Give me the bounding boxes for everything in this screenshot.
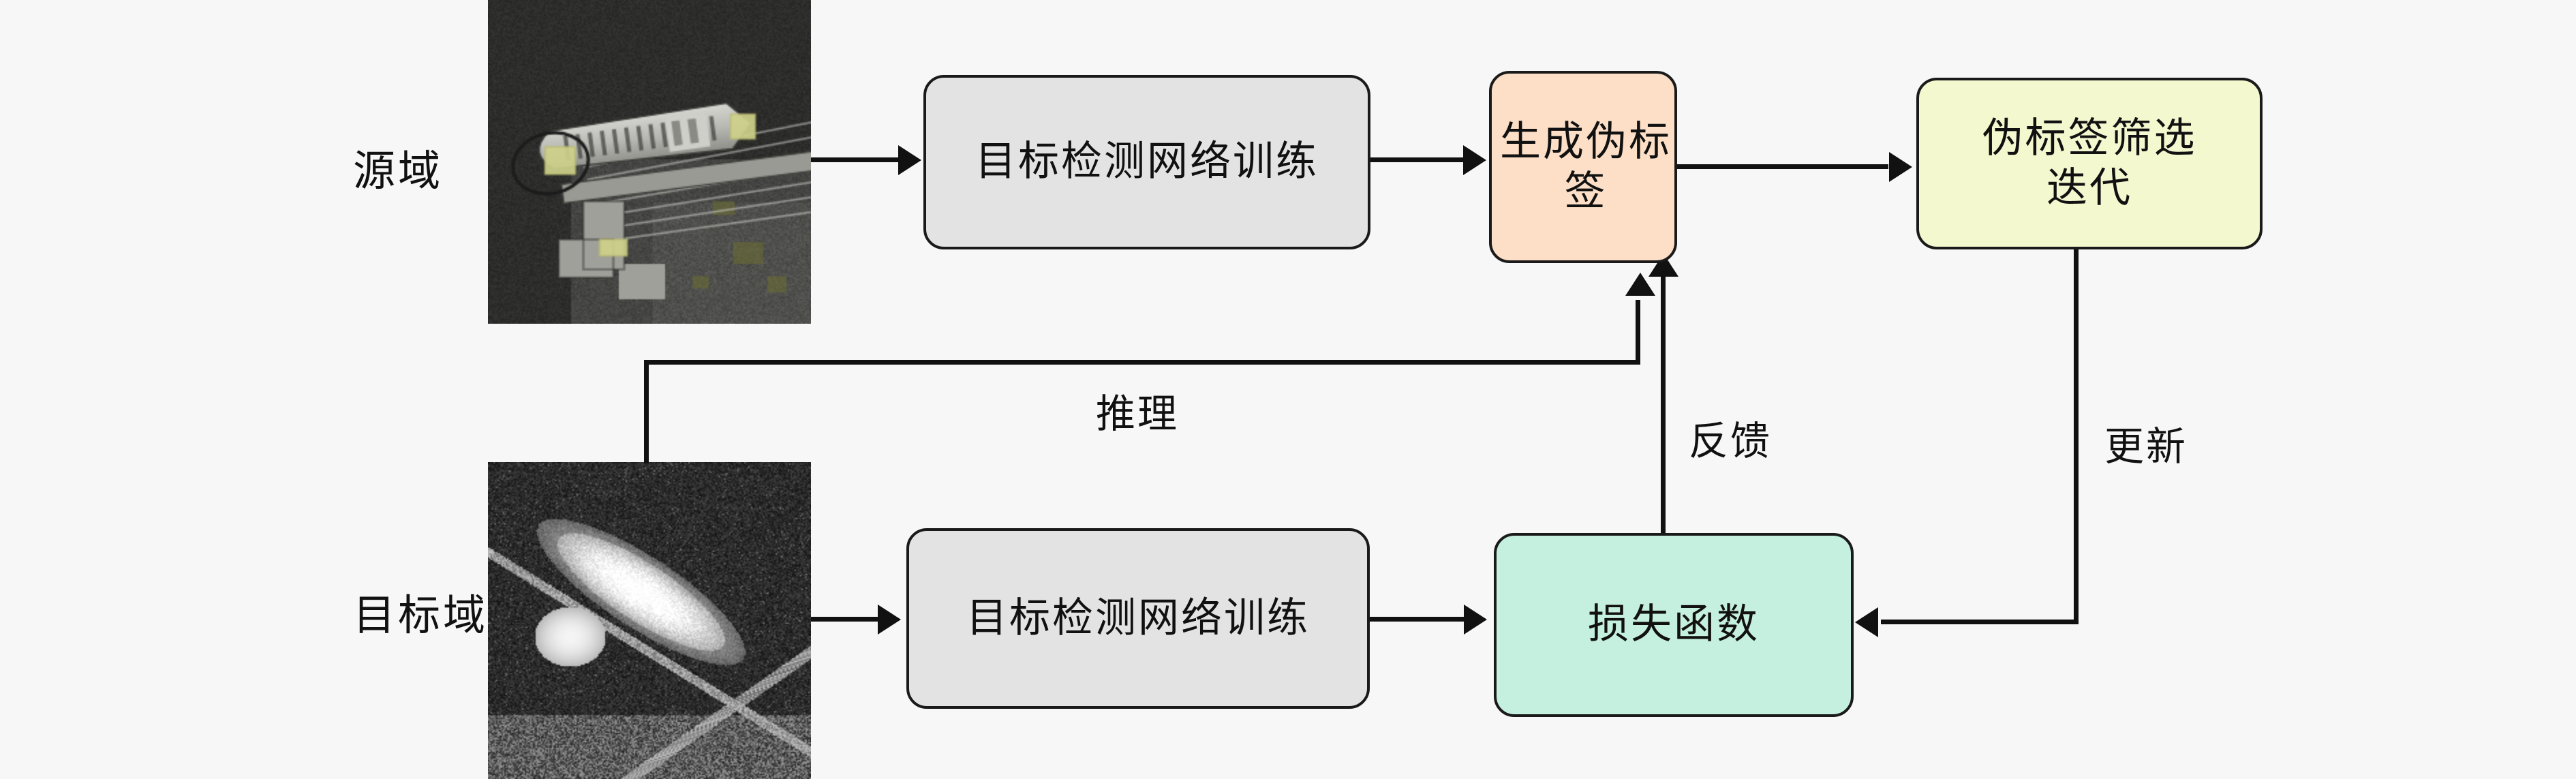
node-filter-label-wrap: 伪标签筛选 迭代 (1982, 114, 2197, 213)
node-detector-target[interactable]: 目标检测网络训练 (906, 528, 1370, 709)
arrowhead-pseudo-to-filter (1889, 152, 1912, 182)
node-loss-function-label: 损失函数 (1588, 602, 1760, 647)
edge-source-to-detector (811, 157, 900, 162)
edge-label-inference: 推理 (1096, 392, 1180, 436)
arrowhead-update-into-loss (1855, 607, 1878, 637)
node-detector-target-label: 目标检测网络训练 (966, 595, 1310, 641)
edge-label-feedback: 反馈 (1689, 419, 1773, 463)
edge-target-image-to-detector (811, 617, 879, 622)
node-detector-source[interactable]: 目标检测网络训练 (923, 75, 1370, 249)
edge-inference-vertical-left (644, 360, 649, 463)
node-loss-function[interactable]: 损失函数 (1494, 533, 1854, 717)
edge-feedback-vertical (1661, 273, 1666, 535)
node-pseudo-label-filter-iterate[interactable]: 伪标签筛选 迭代 (1916, 78, 2263, 249)
arrowhead-target-image-to-detector (878, 605, 901, 635)
arrowhead-detector-to-loss (1464, 605, 1487, 635)
edge-update-horizontal (1881, 620, 2079, 624)
target-domain-label: 目标域 (353, 593, 489, 639)
node-generate-pseudo-label-text: 生成伪标签 (1500, 119, 1672, 214)
edge-detector-to-pseudo (1370, 157, 1465, 162)
arrowhead-detector-to-pseudo (1463, 145, 1486, 175)
node-detector-source-label: 目标检测网络训练 (975, 139, 1319, 185)
target-domain-image (488, 462, 811, 779)
edge-detector-to-loss (1370, 617, 1465, 622)
edge-label-update: 更新 (2104, 425, 2188, 469)
edge-pseudo-to-filter (1677, 164, 1888, 169)
arrowhead-source-to-detector (898, 145, 921, 175)
node-filter-label-line1: 伪标签筛选 (1982, 115, 2197, 161)
edge-inference-horizontal (644, 360, 1640, 365)
source-domain-label: 源域 (353, 149, 444, 195)
edge-inference-vertical-right (1636, 300, 1640, 363)
source-domain-image (488, 0, 811, 324)
node-filter-label-line2: 迭代 (2046, 166, 2132, 211)
node-generate-pseudo-label[interactable]: 生成伪标签 (1489, 71, 1677, 263)
edge-update-vertical (2074, 249, 2079, 624)
